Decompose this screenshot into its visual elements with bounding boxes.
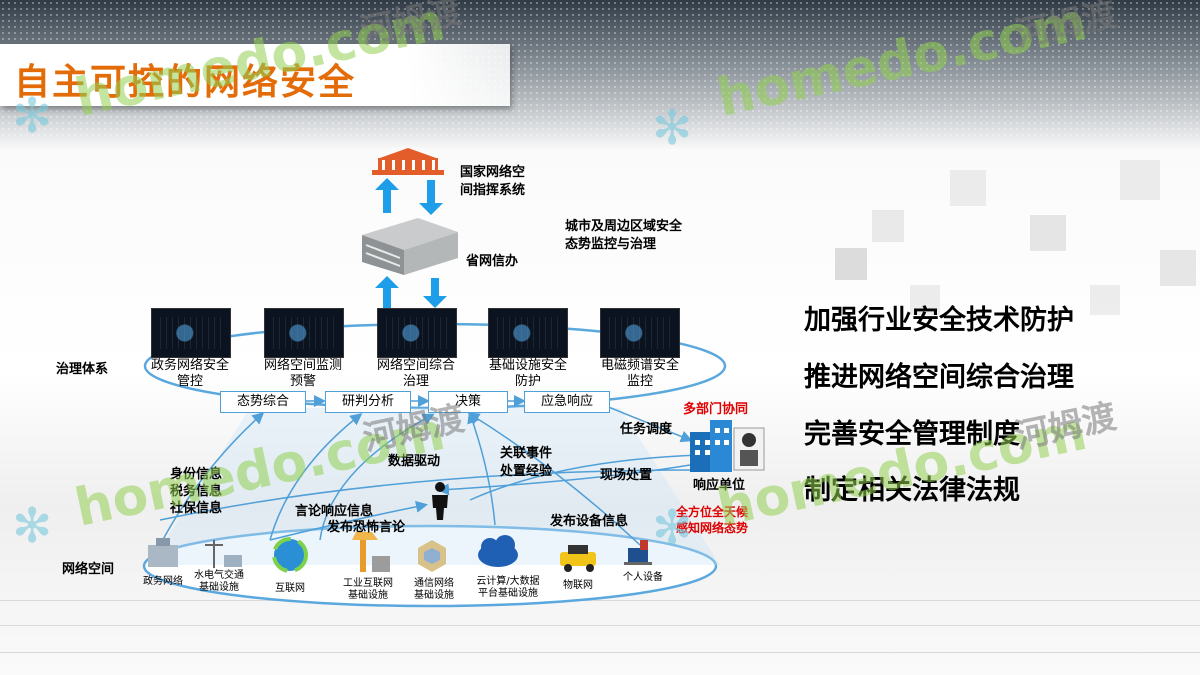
cyberspace-label: 网络空间 (62, 562, 115, 577)
page-title: 自主可控的网络安全 (14, 62, 357, 103)
province-office-label: 省网信办 (466, 254, 519, 269)
data-driven-label: 数据驱动 (388, 454, 441, 469)
responder-label: 响应单位 (693, 478, 746, 493)
cyberspace-item: 个人设备 (623, 572, 663, 583)
measure-item: 推进网络空间综合治理 (804, 362, 1074, 393)
onsite-label: 现场处置 (600, 468, 653, 483)
gov-network-icon (148, 538, 178, 567)
governance-node: 网络空间监测预警 (263, 358, 342, 389)
measure-item: 制定相关法律法规 (804, 475, 1020, 506)
watermark-flower-icon: ✻ (12, 88, 53, 144)
process-step: 研判分析 (325, 391, 411, 413)
decor-square (835, 248, 867, 280)
arrow-down-icon (419, 180, 443, 215)
floor-line (0, 625, 1200, 626)
monitor-screen (151, 308, 231, 358)
decor-square (1090, 285, 1120, 315)
arrow-up-icon (375, 276, 399, 308)
decor-square (950, 170, 986, 206)
watermark-flower-icon: ✻ (12, 498, 53, 554)
personal-device-icon (624, 540, 652, 565)
utility-infrastructure-icon (205, 540, 242, 568)
person-icon (435, 482, 445, 492)
cyberspace-item: 政务网络 (143, 576, 183, 587)
floor-line (0, 652, 1200, 653)
decor-square (1120, 160, 1160, 200)
governance-node: 基础设施安全防护 (488, 358, 567, 389)
watermark-flower-icon: ✻ (652, 100, 693, 156)
floor-line (0, 600, 1200, 601)
governance-label: 治理体系 (56, 362, 109, 377)
governance-node: 电磁频谱安全监控 (600, 358, 679, 389)
light-beam (150, 408, 720, 565)
governance-node: 网络空间综合治理 (376, 358, 455, 389)
telecom-network-icon (418, 540, 446, 572)
decor-square (872, 210, 904, 242)
industrial-internet-icon (352, 532, 390, 572)
cyberspace-item: 水电气交通基础设施 (194, 570, 244, 593)
all-round-label: 全方位全天候感知网络态势 (676, 505, 749, 535)
speech-response-label: 言论响应信息 (295, 504, 374, 519)
arrow-down-icon (423, 278, 447, 308)
arrow-up-icon (375, 178, 399, 213)
monitor-screen (377, 308, 457, 358)
cyberspace-item: 物联网 (563, 580, 593, 591)
province-office-icon (362, 218, 458, 275)
task-dispatch-label: 任务调度 (620, 422, 673, 437)
decor-square (1160, 250, 1196, 286)
identity-info-label: 身份信息税务信息社保信息 (170, 467, 223, 516)
decor-square (1030, 215, 1066, 251)
monitor-screen (264, 308, 344, 358)
decor-square (910, 285, 940, 315)
title-box (0, 44, 510, 106)
governance-node: 政务网络安全管控 (150, 358, 229, 389)
process-step: 决策 (428, 391, 508, 413)
cyberspace-item: 云计算/大数据平台基础设施 (476, 576, 540, 599)
cyberspace-item: 互联网 (275, 583, 305, 594)
iot-vehicle-icon (560, 545, 596, 572)
watermark-flower-icon: ✻ (652, 500, 693, 556)
monitor-screen (488, 308, 568, 358)
national-command-icon (372, 148, 444, 175)
police-officer-icon (733, 427, 765, 471)
process-step: 态势综合 (220, 391, 306, 413)
responder-building-icon (690, 420, 732, 472)
cyberspace-item: 工业互联网基础设施 (343, 578, 393, 601)
measure-item: 加强行业安全技术防护 (804, 305, 1074, 336)
monitor-screen (600, 308, 680, 358)
process-step: 应急响应 (524, 391, 610, 413)
internet-globe-icon (272, 537, 308, 573)
related-event-label: 关联事件处置经验 (500, 446, 553, 479)
multi-dept-label: 多部门协同 (683, 402, 749, 417)
measure-item: 完善安全管理制度 (804, 419, 1020, 450)
city-monitor-label: 城市及周边区域安全态势监控与治理 (565, 219, 683, 252)
cloud-icon (478, 535, 518, 567)
national-command-label: 国家网络空间指挥系统 (460, 165, 526, 198)
cyberspace-item: 通信网络基础设施 (414, 578, 454, 601)
device-info-label: 发布设备信息 (550, 514, 629, 529)
terror-speech-label: 发布恐怖言论 (327, 520, 406, 535)
